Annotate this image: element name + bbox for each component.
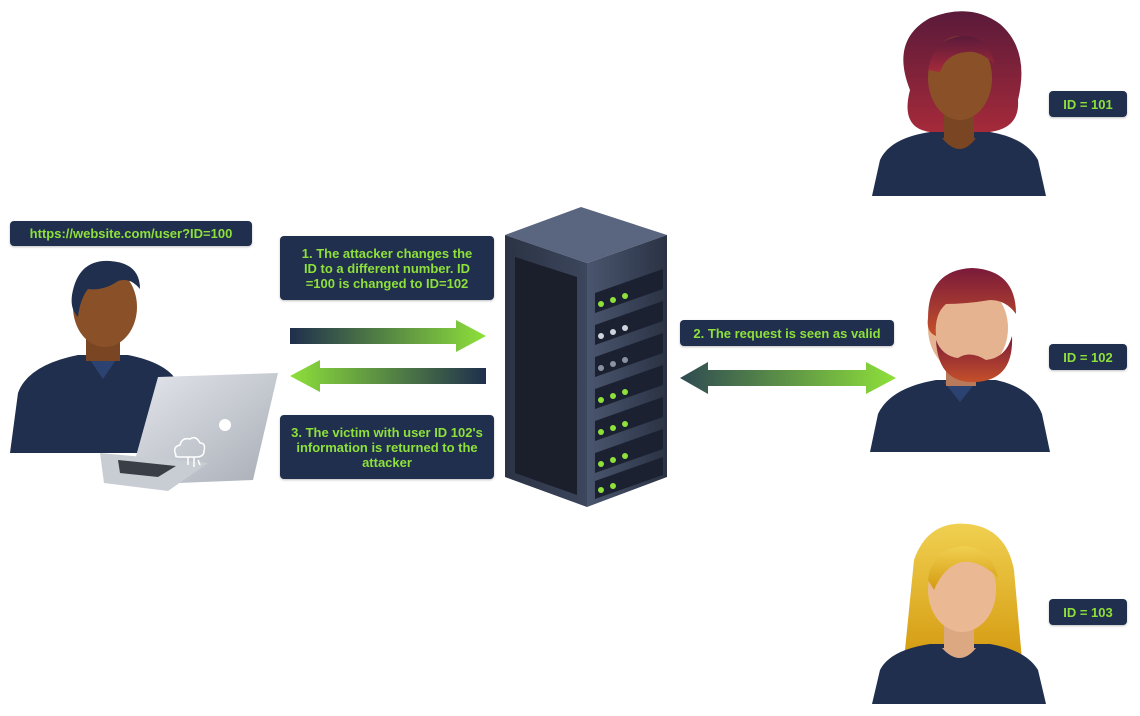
url-label-text: https://website.com/user?ID=100 [29,226,233,241]
url-label: https://website.com/user?ID=100 [10,221,252,246]
step2-text: 2. The request is seen as valid [693,325,881,341]
step3-label: 3. The victim with user ID 102's informa… [280,415,494,479]
step2-label: 2. The request is seen as valid [680,320,894,346]
step1-text: 1. The attacker changes the ID to a diff… [301,245,473,291]
user-103-id-text: ID = 103 [1063,604,1113,620]
step3-text: 3. The victim with user ID 102's informa… [291,424,483,470]
user-102-id-label: ID = 102 [1049,344,1127,370]
user-101-id-text: ID = 101 [1063,96,1113,112]
step1-label: 1. The attacker changes the ID to a diff… [280,236,494,300]
response-arrow [288,358,488,394]
user-figure-102 [866,264,1056,454]
user-103-id-label: ID = 103 [1049,599,1127,625]
user-101-id-label: ID = 101 [1049,91,1127,117]
validation-arrow [678,360,898,396]
attacker-figure [8,255,288,495]
cloud-icon [173,436,206,467]
user-figure-103 [870,520,1050,706]
user-figure-101 [870,10,1050,198]
server-rack-icon [505,205,670,510]
laptop-icon [100,373,278,491]
user-102-id-text: ID = 102 [1063,349,1113,365]
request-arrow [288,318,488,354]
